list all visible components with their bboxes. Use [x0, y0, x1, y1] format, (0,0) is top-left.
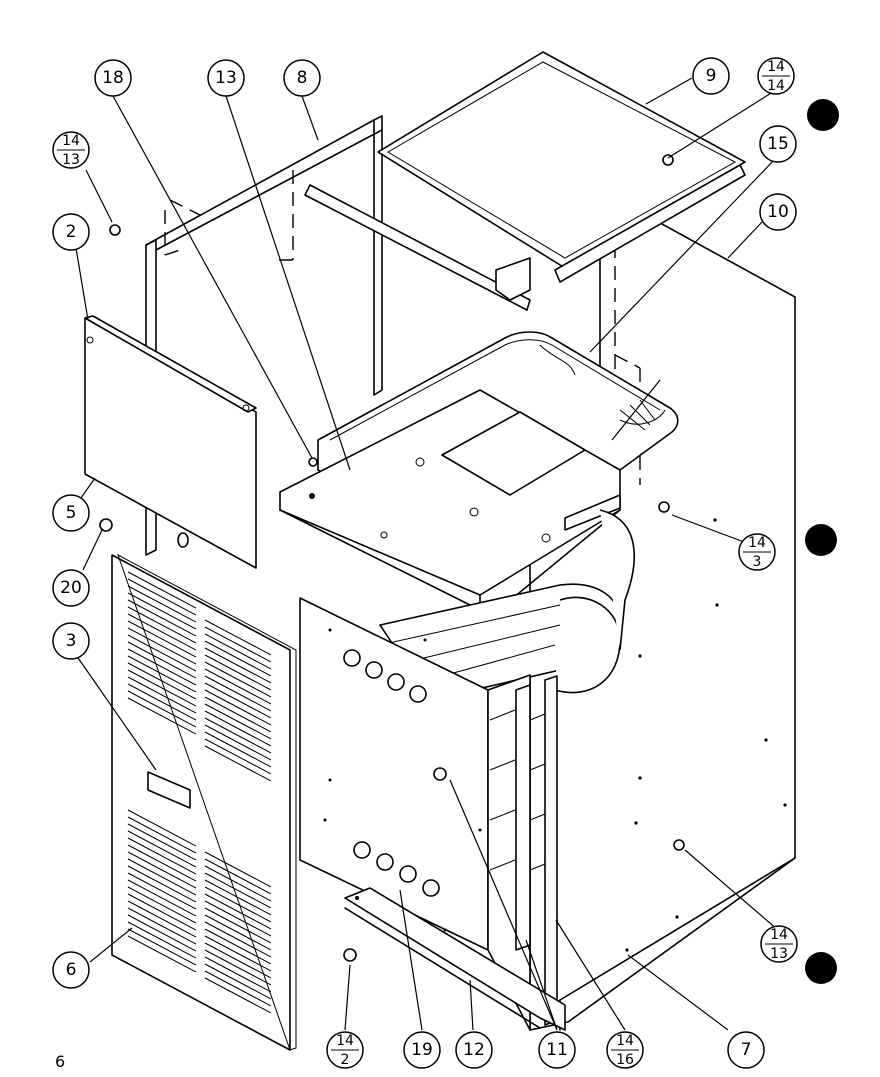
- leader-lines: [75, 77, 779, 1031]
- svg-text:19: 19: [411, 1040, 433, 1060]
- callout-14-2: 142: [326, 1031, 364, 1069]
- svg-text:16: 16: [616, 1052, 634, 1068]
- svg-text:6: 6: [66, 960, 77, 980]
- callout-20: 20: [52, 569, 90, 607]
- page-number: 6: [55, 1052, 65, 1071]
- callout-15: 15: [759, 125, 797, 163]
- registration-mark-bottom: [805, 952, 837, 984]
- svg-text:14: 14: [62, 133, 80, 149]
- callout-14-3: 143: [738, 533, 776, 571]
- part-20-knob: [99, 518, 113, 532]
- side-screw-holes: [625, 518, 787, 952]
- callout-12: 12: [455, 1031, 493, 1069]
- svg-text:20: 20: [60, 578, 82, 598]
- callout-7: 7: [727, 1031, 765, 1069]
- registration-mark-top: [807, 99, 839, 131]
- registration-mark-middle: [805, 524, 837, 556]
- callout-8: 8: [283, 59, 321, 97]
- svg-text:14: 14: [770, 927, 788, 943]
- callout-10: 10: [759, 193, 797, 231]
- callout-5: 5: [52, 494, 90, 532]
- svg-text:12: 12: [463, 1040, 485, 1060]
- callout-18: 18: [94, 59, 132, 97]
- svg-text:10: 10: [767, 202, 789, 222]
- svg-text:2: 2: [341, 1052, 350, 1068]
- callout-6: 6: [52, 951, 90, 989]
- svg-text:2: 2: [66, 222, 77, 242]
- front-grille-door: [111, 553, 297, 1051]
- burner-panel: [299, 597, 489, 951]
- callout-19: 19: [403, 1031, 441, 1069]
- svg-text:7: 7: [741, 1040, 752, 1060]
- svg-text:14: 14: [767, 59, 785, 75]
- svg-text:13: 13: [770, 946, 788, 962]
- svg-text:14: 14: [767, 78, 785, 94]
- svg-text:14: 14: [616, 1033, 634, 1049]
- svg-text:5: 5: [66, 503, 77, 523]
- side-access-panel: [84, 315, 257, 569]
- svg-text:14: 14: [336, 1033, 354, 1049]
- svg-text:8: 8: [297, 68, 308, 88]
- svg-text:3: 3: [753, 554, 762, 570]
- callout-13: 13: [207, 59, 245, 97]
- svg-text:15: 15: [767, 134, 789, 154]
- blower-deck: [279, 389, 621, 626]
- callout-9: 9: [692, 57, 730, 95]
- svg-text:11: 11: [546, 1040, 568, 1060]
- svg-text:13: 13: [215, 68, 237, 88]
- callout-2: 2: [52, 213, 90, 251]
- svg-text:18: 18: [102, 68, 124, 88]
- callout-3: 3: [52, 622, 90, 660]
- top-panel: [304, 51, 746, 311]
- svg-text:13: 13: [62, 152, 80, 168]
- bottom-rail: [344, 887, 566, 1031]
- svg-text:14: 14: [748, 535, 766, 551]
- svg-text:3: 3: [66, 631, 77, 651]
- svg-text:9: 9: [706, 66, 717, 86]
- callout-11: 11: [538, 1031, 576, 1069]
